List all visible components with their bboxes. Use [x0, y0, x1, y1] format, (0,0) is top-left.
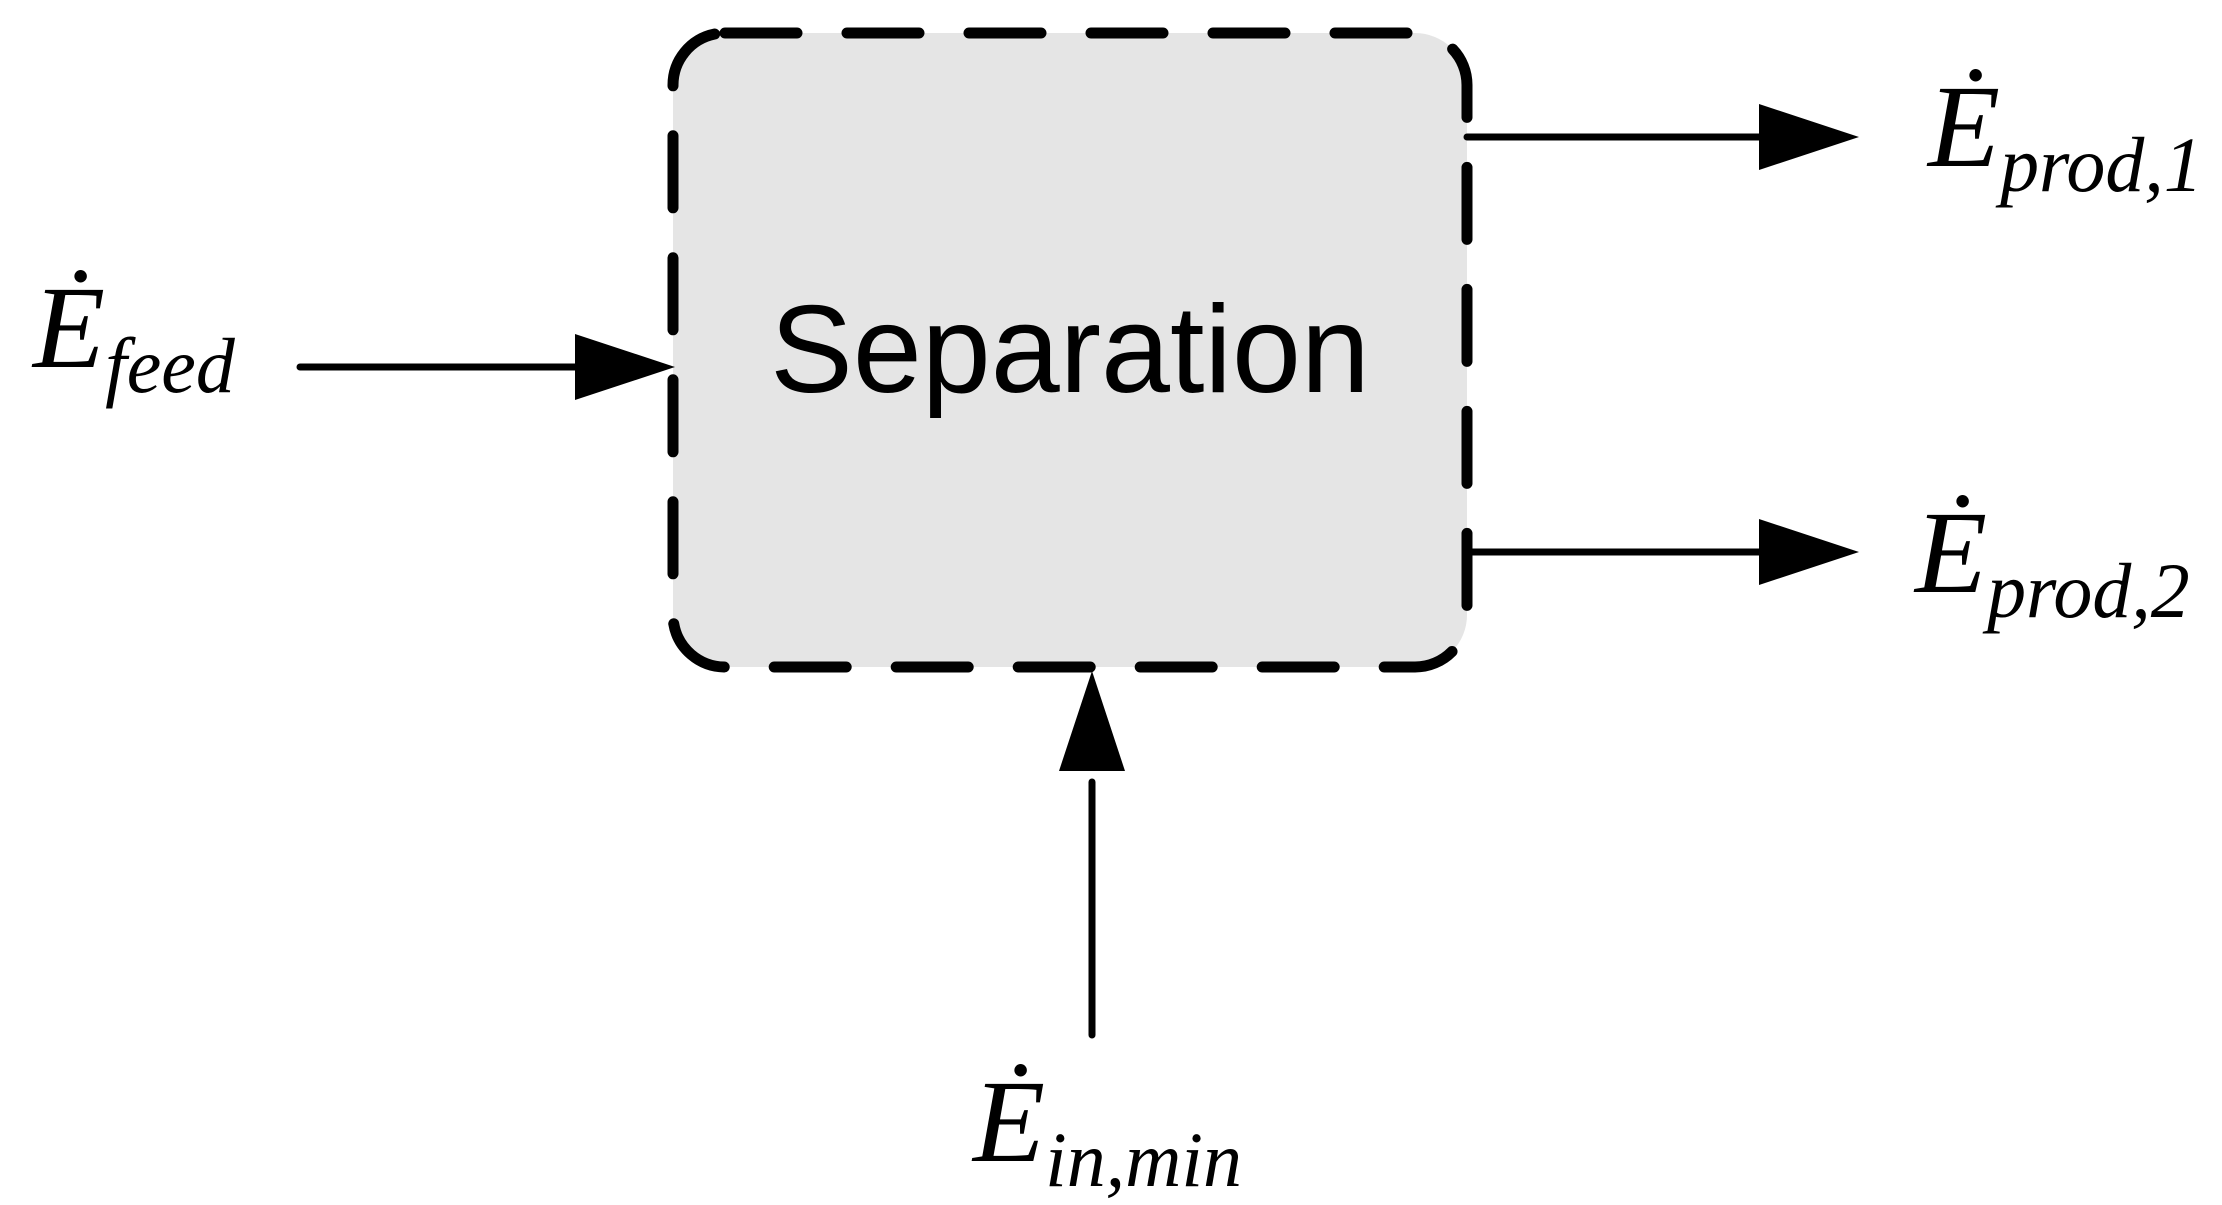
separation-box	[667, 27, 1473, 673]
min-input-stream-label: Ėin,min	[973, 1063, 1242, 1200]
product-2-arrow-head-icon	[1759, 519, 1859, 585]
product-2-stream-label: Ėprod,2	[1915, 494, 2190, 631]
product-2-symbol: Ė	[1915, 487, 1988, 618]
feed-symbol: Ė	[33, 262, 106, 393]
feed-arrow	[296, 334, 675, 400]
min-input-subscript: in,min	[1045, 1116, 1242, 1203]
product-2-subscript: prod,2	[1987, 547, 2190, 634]
feed-arrow-head-icon	[575, 334, 675, 400]
feed-stream-label: Ėfeed	[33, 269, 235, 406]
product-2-arrow	[1468, 519, 1859, 585]
product-1-stream-label: Ėprod,1	[1928, 68, 2203, 205]
feed-subscript: feed	[105, 322, 235, 409]
product-1-symbol: Ė	[1928, 61, 2001, 192]
product-1-subscript: prod,1	[2000, 121, 2203, 208]
min-input-arrow-head-icon	[1059, 671, 1125, 771]
min-input-arrow	[1059, 671, 1125, 1039]
min-input-symbol: Ė	[973, 1056, 1046, 1187]
product-1-arrow	[1463, 104, 1859, 170]
product-1-arrow-head-icon	[1759, 104, 1859, 170]
